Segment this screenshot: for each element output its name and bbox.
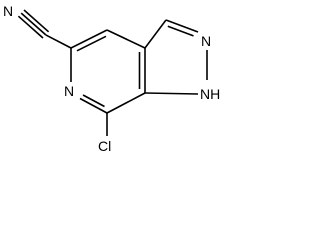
bond-c3a-c3	[144, 19, 167, 49]
pyridine-ring	[70, 29, 146, 114]
atom-label-pyrazole-nh: NH	[200, 86, 220, 102]
bond-c3-n2	[165, 19, 199, 33]
bond-c7-n6	[79, 97, 108, 114]
pyrazole-ring	[144, 19, 208, 95]
bond-c7-n6-inner	[82, 94, 105, 108]
bond-nitrile-ring	[45, 34, 72, 49]
triple-bond-line-3	[23, 9, 50, 33]
bond-c5-c4-inner	[76, 35, 107, 52]
atom-label-pyrazole-n: N	[201, 33, 211, 49]
triple-bond-line-2	[17, 15, 44, 39]
atom-label-pyridine-n: N	[64, 83, 74, 99]
bond-c3-n2-inner	[167, 25, 194, 37]
nitrile-group	[17, 9, 72, 49]
atom-label-chlorine: Cl	[98, 138, 111, 154]
atom-label-nitrile-n: N	[3, 3, 13, 19]
bond-c7a-c7	[106, 92, 146, 114]
triple-bond-line-1	[20, 12, 47, 36]
bond-c5-c4	[70, 29, 108, 49]
bond-n1-c7a	[144, 92, 199, 95]
bond-c4-c3a	[106, 29, 146, 49]
chemical-structure: N N N NH Cl	[3, 3, 220, 154]
